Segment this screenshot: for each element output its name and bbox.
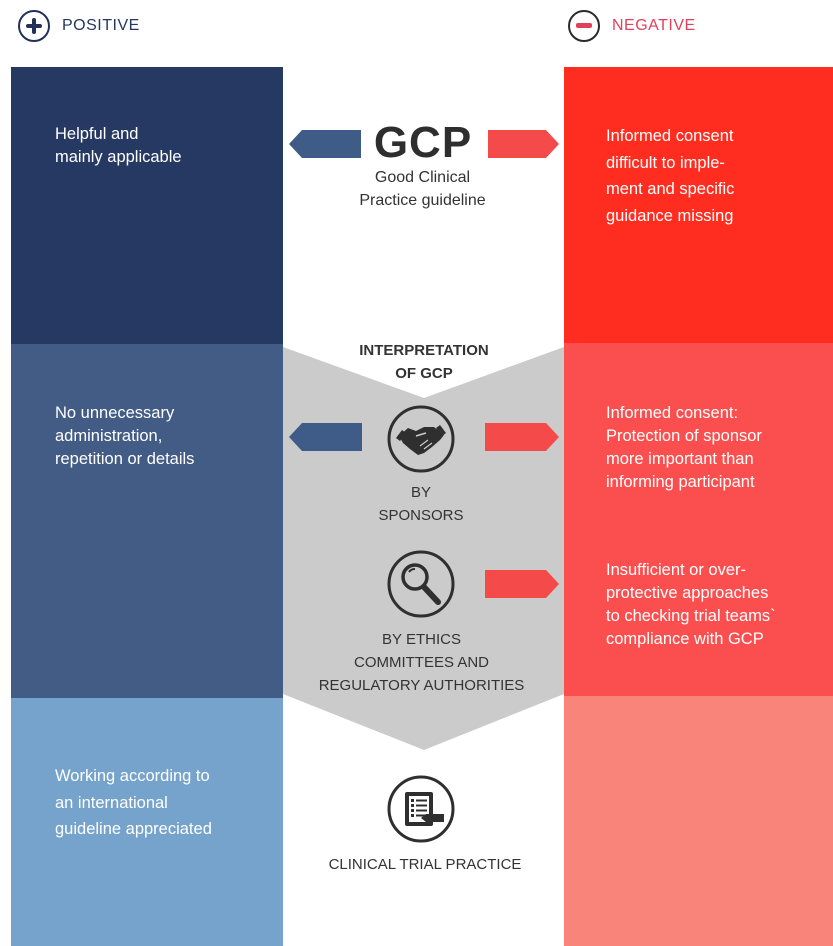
- negative-text-ethics: Insufficient or over- protective approac…: [606, 561, 776, 648]
- checklist-document-icon: [387, 775, 455, 843]
- negative-block-interpretation: [564, 343, 833, 696]
- gcp-subtitle: Good Clinical Practice guideline: [359, 169, 486, 209]
- negative-text-sponsors: Informed consent: Protection of sponsor …: [606, 404, 762, 491]
- gcp-title: GCP: [373, 118, 473, 167]
- sponsors-label: BY SPONSORS: [378, 484, 464, 524]
- positive-text-practice: Working according to an international gu…: [55, 767, 212, 838]
- arrow-left-sponsors: [289, 423, 362, 451]
- arrow-right-gcp: [488, 130, 559, 158]
- interpretation-heading: INTERPRETATION OF GCP: [359, 342, 489, 382]
- negative-text-gcp: Informed consent difficult to imple- men…: [606, 127, 735, 225]
- magnifier-icon: [387, 550, 455, 618]
- legend-positive-label: POSITIVE: [62, 17, 140, 34]
- arrow-right-sponsors: [485, 423, 559, 451]
- arrow-right-ethics: [485, 570, 559, 598]
- negative-block-practice: [564, 696, 833, 946]
- positive-block-practice: [11, 698, 283, 946]
- positive-text-gcp: Helpful and mainly applicable: [55, 125, 182, 166]
- practice-label: CLINICAL TRIAL PRACTICE: [328, 856, 522, 873]
- minus-icon: [568, 10, 600, 42]
- legend-negative: NEGATIVE: [568, 10, 696, 42]
- positive-block-interpretation: [11, 344, 283, 698]
- ethics-label: BY ETHICS COMMITTEES AND REGULATORY AUTH…: [318, 631, 525, 694]
- handshake-icon: [387, 405, 455, 473]
- positive-text-interpretation: No unnecessary administration, repetitio…: [55, 404, 195, 468]
- positive-block-gcp: [11, 67, 283, 344]
- negative-block-gcp: [564, 67, 833, 343]
- legend-positive: POSITIVE: [18, 10, 140, 42]
- arrow-left-gcp: [289, 130, 361, 158]
- legend-negative-label: NEGATIVE: [612, 17, 696, 34]
- plus-icon: [18, 10, 50, 42]
